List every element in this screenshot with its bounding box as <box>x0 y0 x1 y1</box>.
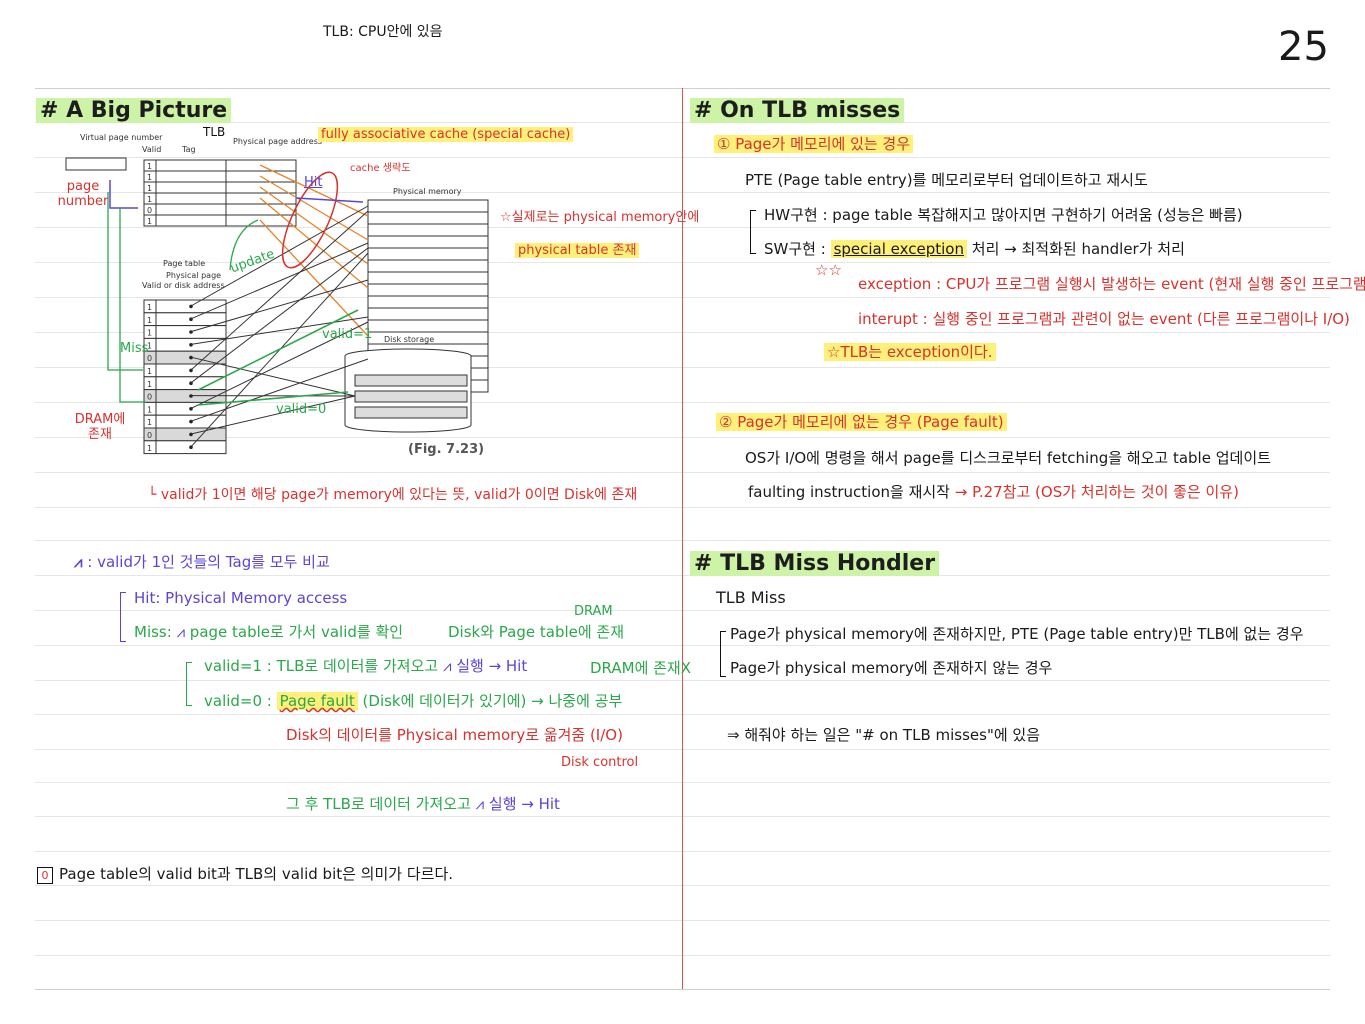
cache-note: cache 생략도 <box>350 163 411 174</box>
page-table-col: Physical page <box>166 271 221 280</box>
disk-control-note: Disk control <box>561 755 639 770</box>
sw-line: SW구현 : special exception 처리 → 최적화된 handl… <box>764 240 1185 258</box>
page-table-valid-bit: 1 <box>147 418 152 427</box>
miss-case2: Page가 physical memory에 존재하지 않는 경우 <box>730 659 1053 677</box>
brace-hit-miss <box>120 592 126 642</box>
page-table-valid-bit: 1 <box>147 316 152 325</box>
col-valid: Valid <box>142 145 161 154</box>
case1-label: ① Page가 메모리에 있는 경우 <box>714 135 914 153</box>
hit-label: Hit <box>304 175 323 190</box>
section-title-big-picture: # A Big Picture <box>36 98 232 123</box>
tlb-miss-label: TLB Miss <box>716 588 786 607</box>
miss-case1: Page가 physical memory에 존재하지만, PTE (Page … <box>730 625 1304 643</box>
valid-bottom-note: └ valid가 1이면 해당 page가 memory에 있다는 뜻, val… <box>148 487 638 503</box>
exception-line: exception : CPU가 프로그램 실행시 발생하는 event (현재… <box>858 275 1365 293</box>
page-table-valid-bit: 1 <box>147 329 152 338</box>
brace-valid <box>186 662 192 706</box>
dram-small: DRAM <box>574 604 613 619</box>
case2-label: ② Page가 메모리에 없는 경우 (Page fault) <box>716 413 1007 431</box>
page-table-valid-bit: 1 <box>147 405 152 414</box>
tlb-figure: Virtual page number Valid Tag Physical p… <box>65 125 489 457</box>
dram-note: DRAM에 존재 <box>74 412 126 442</box>
hit-line: Hit: Physical Memory access <box>134 589 348 607</box>
section-title-tlb-miss-handler: # TLB Miss Hondler <box>690 551 940 576</box>
dram-x-note: DRAM에 존재X <box>590 659 692 677</box>
brace-hw-sw <box>750 210 756 254</box>
top-note: TLB: CPU안에 있음 <box>323 24 443 40</box>
fully-assoc-note: fully associative cache (special cache) <box>318 127 574 143</box>
tlb-exception-note: ☆TLB는 exception이다. <box>824 343 996 361</box>
disk-and-note: Disk와 Page table에 존재 <box>448 623 625 641</box>
real-physical-note: ☆실제로는 physical memory안에 <box>500 210 700 225</box>
col-virtual-page: Virtual page number <box>80 133 163 142</box>
miss-line: Miss: ⩘ page table로 가서 valid를 확인 <box>134 623 404 641</box>
page-number: 25 <box>1278 24 1329 70</box>
footer-box: 0 <box>37 867 53 884</box>
column-divider <box>682 88 683 989</box>
page-table-valid-bit: 1 <box>147 444 152 453</box>
section-title-on-tlb-misses: # On TLB misses <box>690 98 905 123</box>
tlb-table: 1 1 1 1 0 1 <box>143 159 297 227</box>
col-tag: Tag <box>181 145 196 154</box>
page-table-valid-bit: 1 <box>147 341 152 350</box>
tlb-valid-bit: 1 <box>147 162 152 171</box>
valid0-line: valid=0 : Page fault (Disk에 데이터가 있기에) → … <box>204 692 623 710</box>
physical-memory-label: Physical memory <box>393 187 462 196</box>
tlb-valid-bit: 1 <box>147 184 152 193</box>
tlb-valid-bit: 0 <box>147 206 152 215</box>
valid0-label: valid=0 <box>276 402 327 417</box>
physical-table-note: physical table 존재 <box>515 243 640 259</box>
page-table-valid-bit: 0 <box>147 354 152 363</box>
hw-line: HW구현 : page table 복잡해지고 많아지면 구현하기 어려움 (성… <box>764 206 1243 224</box>
page-table-valid-bit: 0 <box>147 431 152 440</box>
page-table-valid-bit: 0 <box>147 393 152 402</box>
page-table-valid-bit: 1 <box>147 380 152 389</box>
valid1-line: valid=1 : TLB로 데이터를 가져오고 ⩘ 실행 → Hit <box>204 657 528 675</box>
bottom-rule <box>35 989 1330 990</box>
page-number-note: page number <box>57 179 109 209</box>
conclusion-line: ⇒ 해줘야 하는 일은 "# on TLB misses"에 있음 <box>727 726 1041 744</box>
page-table-valid-bit: 1 <box>147 303 152 312</box>
page-table-col2: Valid or disk address <box>142 281 225 290</box>
star-mark: ☆☆ <box>815 261 842 279</box>
after-note: 그 후 TLB로 데이터 가져오고 ⩘ 실행 → Hit <box>286 795 560 813</box>
pte-line: PTE (Page table entry)를 메모리로부터 업데이트하고 재시… <box>745 171 1148 189</box>
tlb-valid-bit: 1 <box>147 195 152 204</box>
miss-label: Miss <box>120 341 149 356</box>
interrupt-line: interupt : 실행 중인 프로그램과 관련이 없는 event (다른 … <box>858 310 1350 328</box>
os-line: OS가 I/O에 명령을 해서 page를 디스크로부터 fetching을 해… <box>745 449 1271 467</box>
page-table-valid-bit: 1 <box>147 367 152 376</box>
tlb-valid-bit: 1 <box>147 217 152 226</box>
faulting-line: faulting instruction을 재시작 → P.27참고 (OS가 … <box>748 483 1239 501</box>
page-table-title: Page table <box>163 259 205 268</box>
tlb-label: TLB <box>202 125 225 139</box>
disk-move-note: Disk의 데이터를 Physical memory로 옮겨줌 (I/O) <box>286 726 623 744</box>
page-table: 1 1 1 1 0 1 1 0 1 1 0 1 <box>143 299 227 455</box>
disk-storage-label: Disk storage <box>384 335 434 344</box>
brace-miss-cases <box>720 631 726 677</box>
tlb-valid-bit: 1 <box>147 173 152 182</box>
valid1-label: valid=1 <box>322 327 373 342</box>
fig-caption: (Fig. 7.23) <box>408 442 484 457</box>
compare-note: ⩘ : valid가 1인 것들의 Tag를 모두 비교 <box>74 553 330 571</box>
col-physical-page: Physical page address <box>233 137 322 146</box>
